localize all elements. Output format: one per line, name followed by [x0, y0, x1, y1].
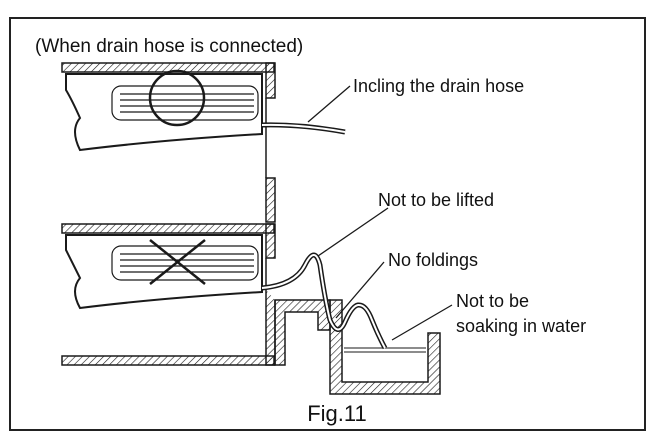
top-wall-hatch: [265, 62, 276, 99]
soaking-label-line1: Not to be: [456, 291, 529, 311]
incline-label: Incling the drain hose: [353, 76, 524, 96]
top-drain-pan: [111, 85, 259, 121]
water-surface: [344, 347, 426, 353]
incorrect-installation: Not to be lifted No foldings Not to be s…: [61, 190, 586, 395]
header-text: (When drain hose is connected): [35, 36, 303, 57]
ok-circle-icon: [148, 69, 206, 127]
not-lifted-leader: [317, 207, 389, 257]
soaking-label-line2: soaking in water: [456, 316, 586, 336]
floor-hatch: [61, 355, 275, 366]
step-structure: [274, 299, 331, 366]
soaking-leader: [391, 304, 453, 341]
ng-cross-icon: [149, 239, 206, 285]
top-ceiling-hatch: [61, 62, 275, 73]
bottom-wall-hatch: [265, 223, 276, 259]
not-lifted-label: Not to be lifted: [378, 190, 494, 210]
top-wall-lower-hatch: [265, 177, 276, 223]
no-foldings-leader: [335, 261, 385, 319]
correct-installation: Incling the drain hose: [61, 62, 524, 223]
incline-leader: [307, 85, 351, 123]
bottom-wall-column: [265, 290, 276, 366]
bottom-ceiling-hatch: [61, 223, 275, 234]
figure-caption: Fig.11: [307, 401, 367, 426]
no-foldings-label: No foldings: [388, 250, 478, 270]
figure-frame: [9, 17, 646, 431]
